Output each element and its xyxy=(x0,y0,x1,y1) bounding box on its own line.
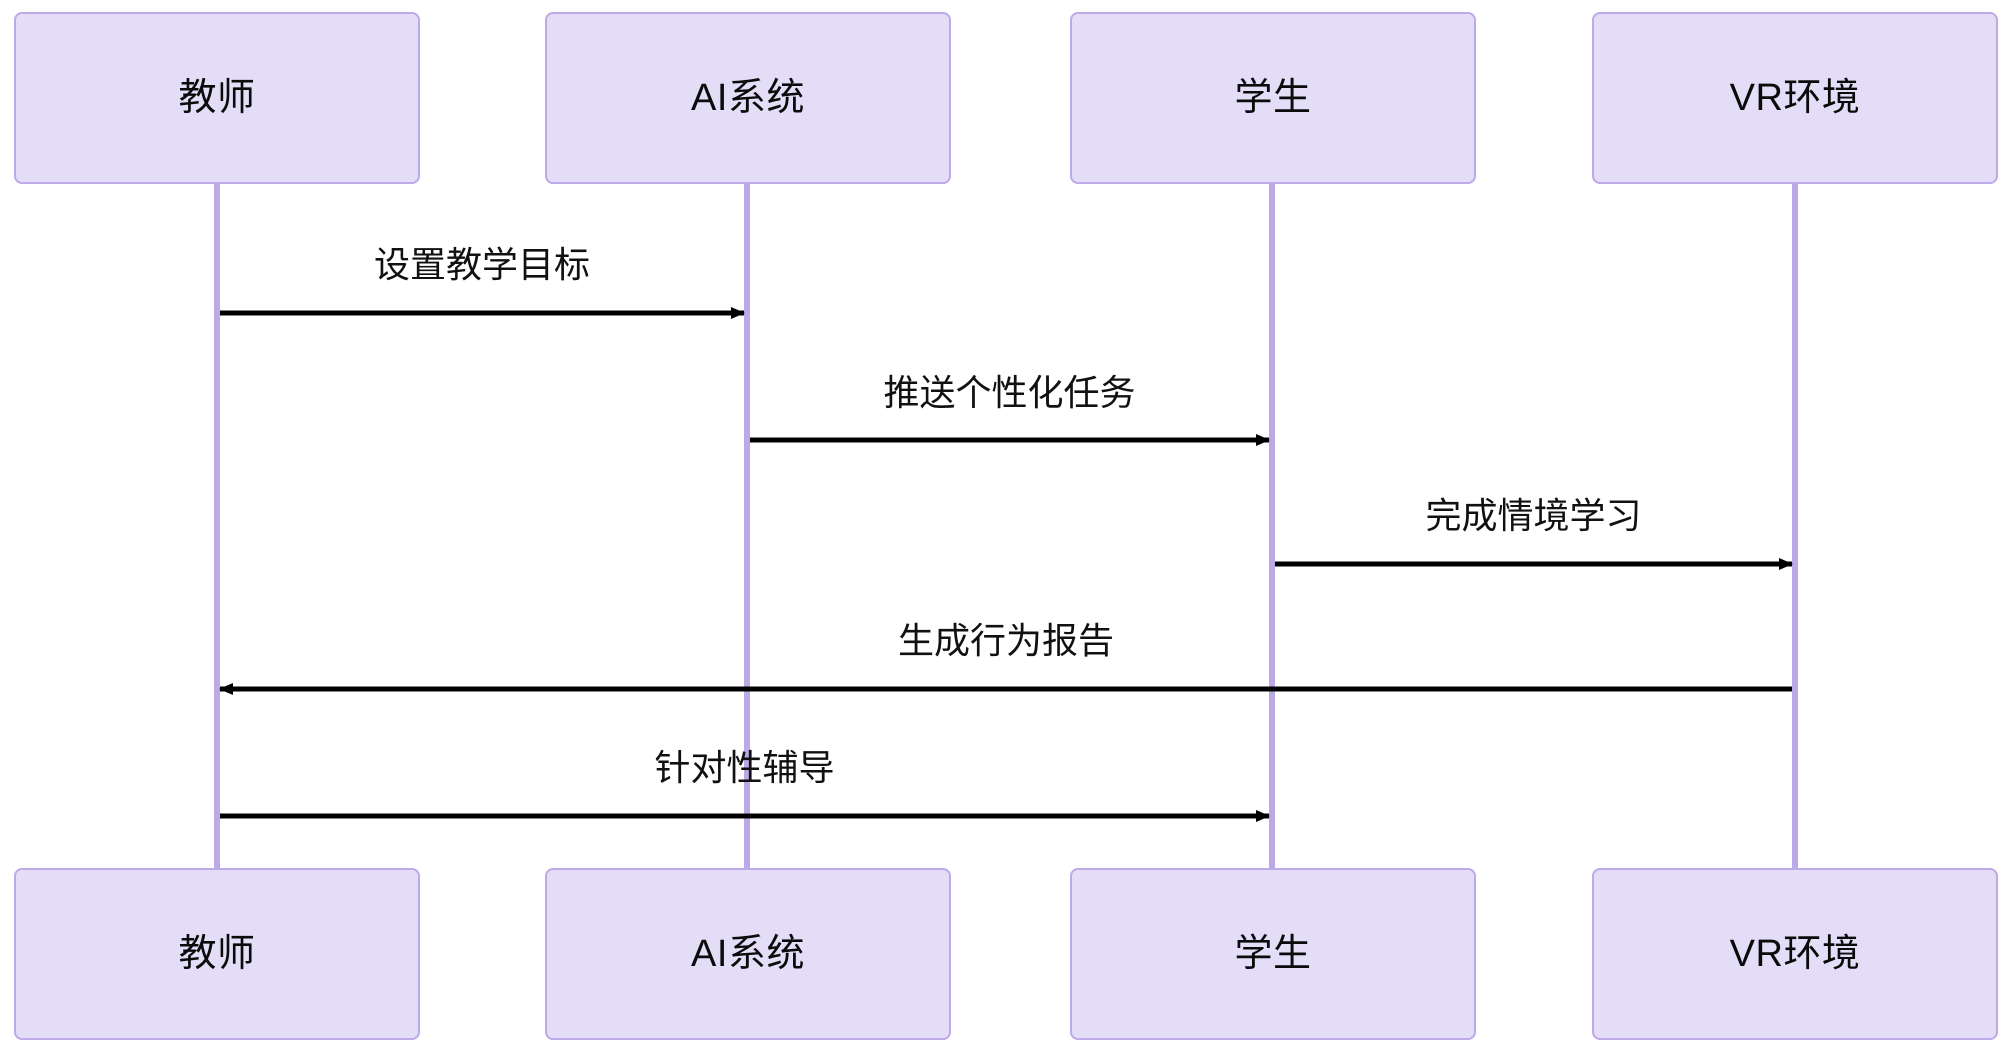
actor-header-vr-environment[interactable]: VR环境 xyxy=(1592,12,1998,184)
message-label-3: 完成情境学习 xyxy=(1425,495,1642,536)
actor-header-teacher[interactable]: 教师 xyxy=(14,12,420,184)
actor-footer-teacher[interactable]: 教师 xyxy=(14,868,420,1040)
lifeline-student xyxy=(1269,184,1275,869)
message-label-4: 生成行为报告 xyxy=(897,620,1115,661)
actor-label-teacher: 教师 xyxy=(178,77,256,119)
actor-footer-vr-environment[interactable]: VR环境 xyxy=(1592,868,1998,1040)
actor-footer-student[interactable]: 学生 xyxy=(1070,868,1476,1040)
actor-label-student: 学生 xyxy=(1234,77,1312,119)
message-label-1: 设置教学目标 xyxy=(373,244,591,285)
actor-label-ai-system: AI系统 xyxy=(691,933,805,975)
actor-footer-ai-system[interactable]: AI系统 xyxy=(545,868,951,1040)
actor-label-vr-environment: VR环境 xyxy=(1729,933,1861,975)
lifeline-ai-system xyxy=(744,184,750,869)
actor-header-ai-system[interactable]: AI系统 xyxy=(545,12,951,184)
message-label-5: 针对性辅导 xyxy=(654,747,835,788)
actor-header-student[interactable]: 学生 xyxy=(1070,12,1476,184)
message-label-2: 推送个性化任务 xyxy=(883,372,1136,413)
lifeline-vr-environment xyxy=(1792,184,1798,869)
actor-label-teacher: 教师 xyxy=(178,933,256,975)
lifeline-teacher xyxy=(214,184,220,869)
actor-label-student: 学生 xyxy=(1234,933,1312,975)
actor-label-ai-system: AI系统 xyxy=(691,77,805,119)
actor-label-vr-environment: VR环境 xyxy=(1729,77,1861,119)
